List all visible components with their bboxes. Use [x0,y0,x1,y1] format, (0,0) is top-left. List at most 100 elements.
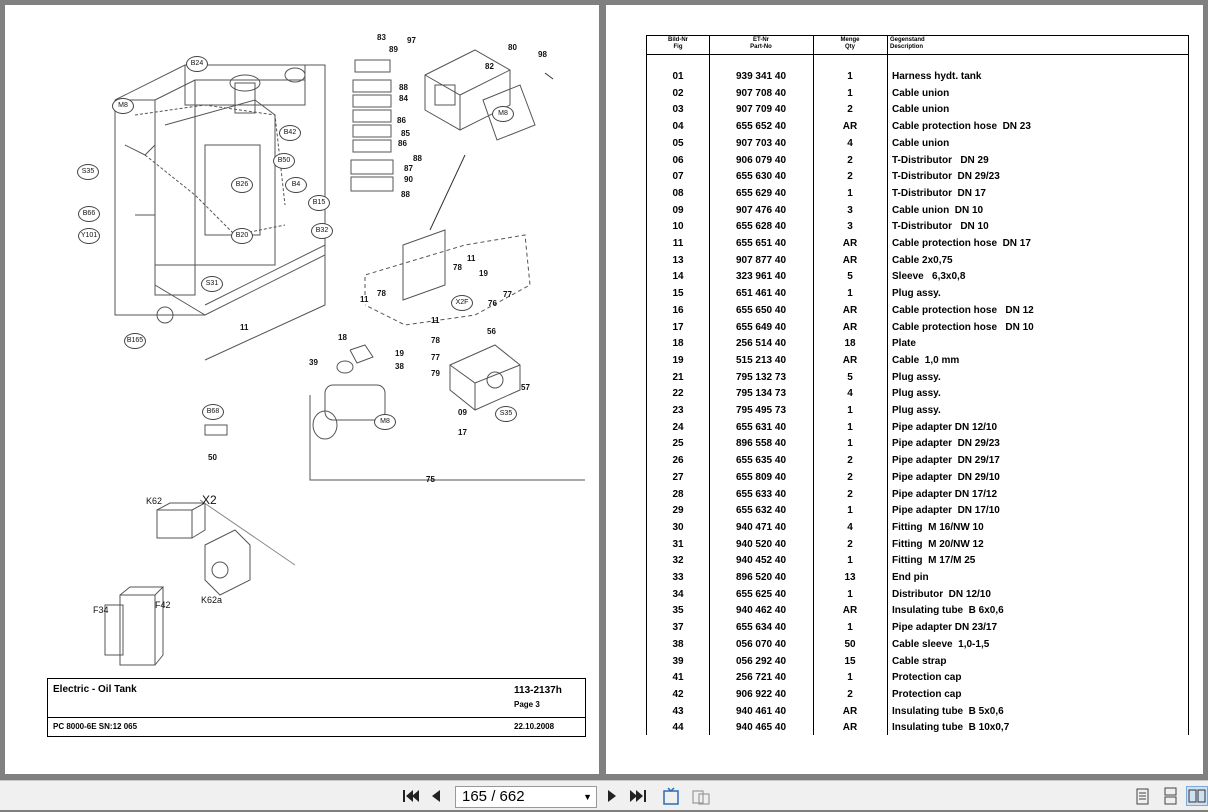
rotate-icon[interactable] [690,786,712,806]
cell-desc: Cable protection hose DN 12 [892,304,1034,316]
cell-fig: 08 [672,187,684,199]
diagram-label: 88 [413,154,422,163]
cell-fig: 33 [672,572,684,583]
cell-qty: 1 [847,187,853,199]
cell-fig: 31 [672,538,684,550]
cell-fig: 16 [672,304,684,316]
cell-part: 323 961 40 [735,271,787,283]
title-block: Electric - Oil Tank 113-2137h Page 3 PC … [47,678,586,737]
cell-fig: 14 [672,271,684,283]
diagram-label: 18 [338,333,347,342]
cell-desc: Distributor DN 12/10 [892,588,991,600]
two-page-view-icon[interactable] [1186,786,1208,806]
document-number: 113-2137h [514,685,562,696]
page-number-dropdown[interactable]: 165 / 662 ▼ [455,786,597,808]
header-text: ET-Nr [752,37,769,43]
diagram-label: X2 [202,493,217,507]
callout-circle: B20 [231,228,253,244]
diagram-label: 19 [395,349,404,358]
callout-circle: B4 [285,177,307,193]
diagram-label: 88 [401,190,410,199]
prev-page-icon[interactable] [428,786,444,806]
page-indicator: 165 / 662 [462,788,525,805]
cell-desc: Cable strap [892,655,947,667]
cell-fig: 34 [672,588,684,600]
diagram-label: 84 [399,94,408,103]
cell-desc: Fitting M 20/NW 12 [892,538,984,550]
cell-fig: 10 [672,221,684,233]
cell-qty: 1 [847,405,853,416]
cell-desc: Plug assy. [892,371,941,383]
cell-qty: 2 [847,688,853,700]
cell-desc: Pipe adapter DN 29/17 [892,455,1000,467]
diagram-label: 83 [377,33,386,42]
diagram-label: 78 [431,336,440,345]
cell-qty: AR [842,121,858,133]
cell-fig: 35 [672,605,684,617]
cell-desc: Protection cap [892,672,962,684]
cell-desc: Fitting M 17/M 25 [892,555,976,567]
cell-qty: AR [842,321,858,333]
header-text: Gegenstand [890,37,925,43]
cell-fig: 44 [672,722,684,734]
cell-desc: Protection cap [892,688,962,700]
last-page-icon[interactable] [628,786,650,806]
drawing-title: Electric - Oil Tank [53,684,137,695]
callout-circle: B66 [78,206,100,222]
cell-fig: 09 [672,204,684,216]
cell-qty: AR [842,705,858,717]
diagram-label: 98 [538,50,547,59]
cell-qty: 1 [847,87,853,99]
cell-qty: 1 [847,622,853,634]
diagram-label: 86 [397,116,406,125]
diagram-label: 89 [389,45,398,54]
callout-circle: S35 [77,164,99,180]
cell-desc: Insulating tube B 5x0,6 [892,705,1004,717]
column-divider [709,36,710,735]
cell-part: 907 703 40 [735,137,787,149]
cell-fig: 03 [672,104,684,116]
header-fig: Bild-Nr Fig [647,37,709,51]
cell-desc: Cable 1,0 mm [892,354,960,366]
cell-fig: 39 [672,655,684,667]
next-page-icon[interactable] [604,786,620,806]
cell-fig: 26 [672,455,684,467]
diagram-label: 82 [485,62,494,71]
cell-qty: AR [842,238,858,249]
cell-desc: Pipe adapter DN 17/12 [892,488,998,500]
single-page-view-icon[interactable] [1132,786,1152,806]
cell-qty: 4 [847,137,853,149]
left-page: 83 97 89 80 98 82 88 84 M8 86 85 86 88 8… [5,5,599,774]
continuous-view-icon[interactable] [1160,786,1180,806]
cell-qty: 5 [847,371,853,383]
cell-part: 655 634 40 [735,622,787,634]
cell-qty: 1 [847,555,853,567]
cell-fig: 42 [672,688,684,700]
fit-page-icon[interactable] [660,786,682,806]
cell-desc: T-Distributor DN 29 [892,154,989,166]
cell-part: 056 070 40 [735,638,787,650]
callout-circle: X2F [451,295,473,311]
parts-table: Bild-Nr Fig ET-Nr Part-No Menge Qty Gege… [646,35,1189,735]
cell-part: 655 652 40 [735,121,787,133]
cell-fig: 17 [672,321,684,333]
diagram-label: 38 [395,362,404,371]
callout-circle: B32 [311,223,333,239]
first-page-icon[interactable] [400,786,420,806]
cell-qty: 2 [847,104,853,116]
cell-desc: Cable union [892,104,950,116]
